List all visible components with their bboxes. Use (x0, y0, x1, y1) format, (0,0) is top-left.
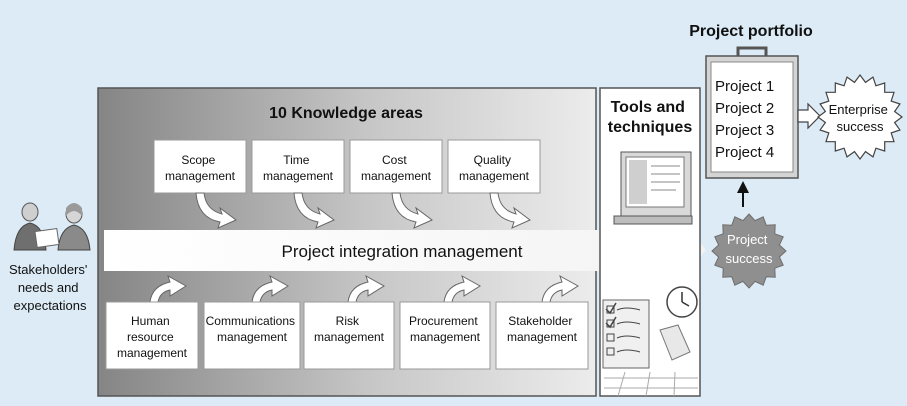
briefcase-icon (705, 46, 799, 179)
top-curved-arrows (195, 192, 531, 229)
svg-text:Time management: Time management (263, 153, 334, 183)
project-success-label-2: success (726, 251, 773, 266)
stakeholders-label-2: needs and (18, 280, 79, 295)
svg-text:Quality management: Quality management (459, 153, 530, 183)
integration-arrow (104, 216, 706, 284)
curved-arrow-icon (391, 192, 433, 229)
bottom-curved-arrows (149, 274, 579, 303)
project-2-label: Project 2 (715, 100, 774, 117)
curved-arrow-icon (149, 274, 187, 303)
svg-text:Project success: Project success (726, 232, 773, 266)
enterprise-label-1: Enterprise (829, 102, 888, 117)
svg-text:Cost management: Cost management (361, 153, 432, 183)
svg-text:Scope management: Scope management (165, 153, 236, 183)
project-4-label: Project 4 (715, 144, 774, 161)
time-management-box: Time management (251, 139, 345, 194)
enterprise-arrow (797, 102, 821, 130)
procurement-management-box: Procurement management (399, 301, 491, 370)
svg-text:Risk management: Risk management (314, 314, 385, 344)
up-arrow (737, 181, 749, 207)
project-success-label-1: Project (727, 232, 768, 247)
portfolio-title: Project portfolio (689, 23, 813, 40)
tools-title-2: techniques (608, 119, 693, 136)
curved-arrow-icon (443, 274, 481, 303)
scope-management-box: Scope management (153, 139, 247, 194)
top-knowledge-areas: Scope management Time management Cost ma… (153, 139, 541, 194)
computer-icon (613, 151, 693, 225)
svg-text:Human resource: Human resource management (117, 314, 188, 360)
knowledge-areas-title: 10 Knowledge areas (269, 105, 423, 122)
curved-arrow-icon (347, 274, 385, 303)
cost-management-box: Cost management (349, 139, 443, 194)
svg-text:Stakeholder management: Stakeholder management (507, 314, 578, 344)
stakeholder-management-box: Stakeholder management (495, 301, 589, 370)
curved-arrow-icon (251, 274, 289, 303)
enterprise-success-badge (816, 73, 904, 161)
integration-label: Project integration management (282, 242, 523, 261)
project-3-label: Project 3 (715, 122, 774, 139)
tools-title-1: Tools and (611, 99, 685, 116)
curved-arrow-icon (195, 192, 237, 229)
project-1-label: Project 1 (715, 78, 774, 95)
risk-management-box: Risk management (303, 301, 395, 370)
curved-arrow-icon (293, 192, 335, 229)
curved-arrow-icon (489, 192, 531, 229)
svg-text:Procurement management: Procurement management (409, 314, 481, 344)
stakeholders-illustration: Stakeholders' needs and expectations (9, 202, 91, 313)
svg-text:Enterprise success: Enterprise success (829, 102, 892, 134)
human-resource-management-box: Human resource management (105, 301, 199, 370)
bottom-knowledge-areas: Human resource management Communications… (105, 301, 589, 370)
stakeholders-label-3: expectations (14, 298, 87, 313)
quality-management-box: Quality management (447, 139, 541, 194)
stakeholders-label-1: Stakeholders' (9, 262, 87, 277)
svg-text:Stakeholders' needs and: Stakeholders' needs and expectations (9, 262, 91, 313)
svg-text:Tools and techniques: Tools and techniques (608, 99, 693, 136)
people-icon (13, 202, 91, 251)
svg-text:Communications managem: Communications management (206, 314, 299, 344)
enterprise-label-2: success (837, 119, 884, 134)
curved-arrow-icon (541, 274, 579, 303)
svg-text:Project 1 Project 2 Pr: Project 1 Project 2 Project 3 Project 4 (715, 78, 778, 161)
communications-management-box: Communications management (203, 301, 301, 370)
checklist-clock-icon (602, 286, 698, 397)
project-success-badge (711, 213, 787, 289)
